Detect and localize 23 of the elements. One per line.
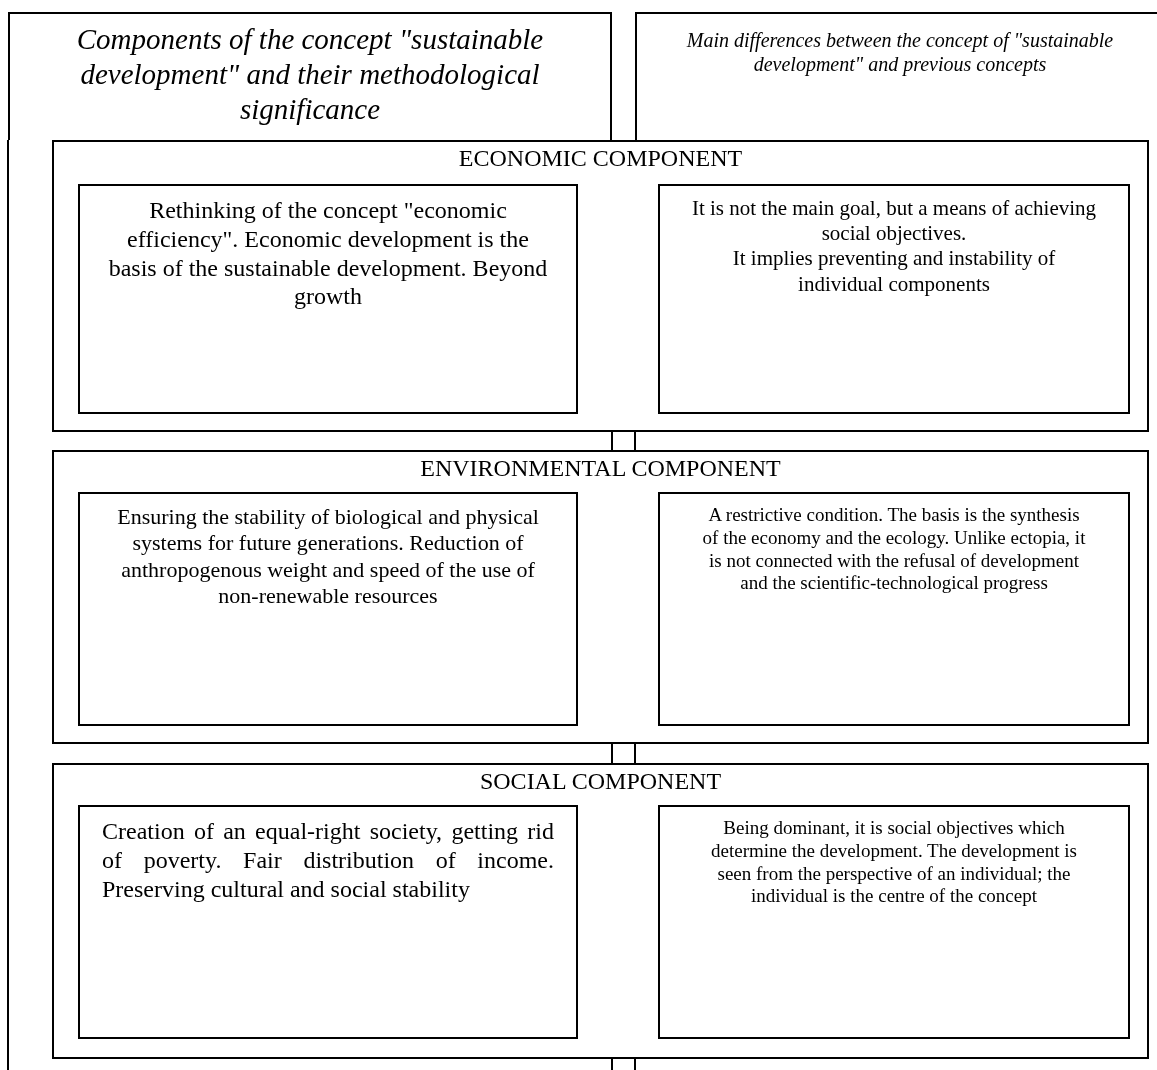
band-heading: ECONOMIC COMPONENT xyxy=(457,144,744,173)
description-text: Being dominant, it is social objectives which determine the development. The development is seen from the perspective of an individual; the individual is the centre of the concept xyxy=(710,817,1078,909)
band-heading: ENVIRONMENTAL COMPONENT xyxy=(419,454,782,483)
description-text: It is not the main goal, but a means of achieving social objectives. xyxy=(690,196,1098,247)
description-text: Creation of an equal-right society, getting rid of poverty. Fair distribution of income. Preserving cultural and social stability xyxy=(102,817,554,904)
text-box xyxy=(658,492,1130,726)
text-box xyxy=(658,184,1130,414)
component-band xyxy=(52,763,1149,1059)
text-box xyxy=(78,492,578,726)
description-text: It implies preventing and instability of individual components xyxy=(731,246,1057,297)
text-box xyxy=(78,184,578,414)
column-heading: Components of the concept "sustainable development" and their methodological significance xyxy=(75,22,545,127)
column-heading: Main differences between the concept of "sustainable development" and previous concepts xyxy=(685,28,1115,76)
band-heading: SOCIAL COMPONENT xyxy=(478,767,723,796)
description-text: Ensuring the stability of biological and physical systems for future generations. Reduction of anthropogenous weight and speed of the use of non-renewable resources xyxy=(116,504,540,610)
column-header-panel xyxy=(635,12,1157,140)
description-text: Rethinking of the concept "economic efficiency". Economic development is the basis of the sustainable development. Beyond growth xyxy=(107,196,549,312)
description-text: A restrictive condition. The basis is the synthesis of the economy and the ecology. Unlike ectopia, it is not connected with the refusal of development and the scientific-technological progress xyxy=(701,504,1087,596)
component-band xyxy=(52,450,1149,744)
column-header-panel xyxy=(8,12,612,140)
text-box xyxy=(78,805,578,1039)
component-band xyxy=(52,140,1149,432)
text-box xyxy=(658,805,1130,1039)
